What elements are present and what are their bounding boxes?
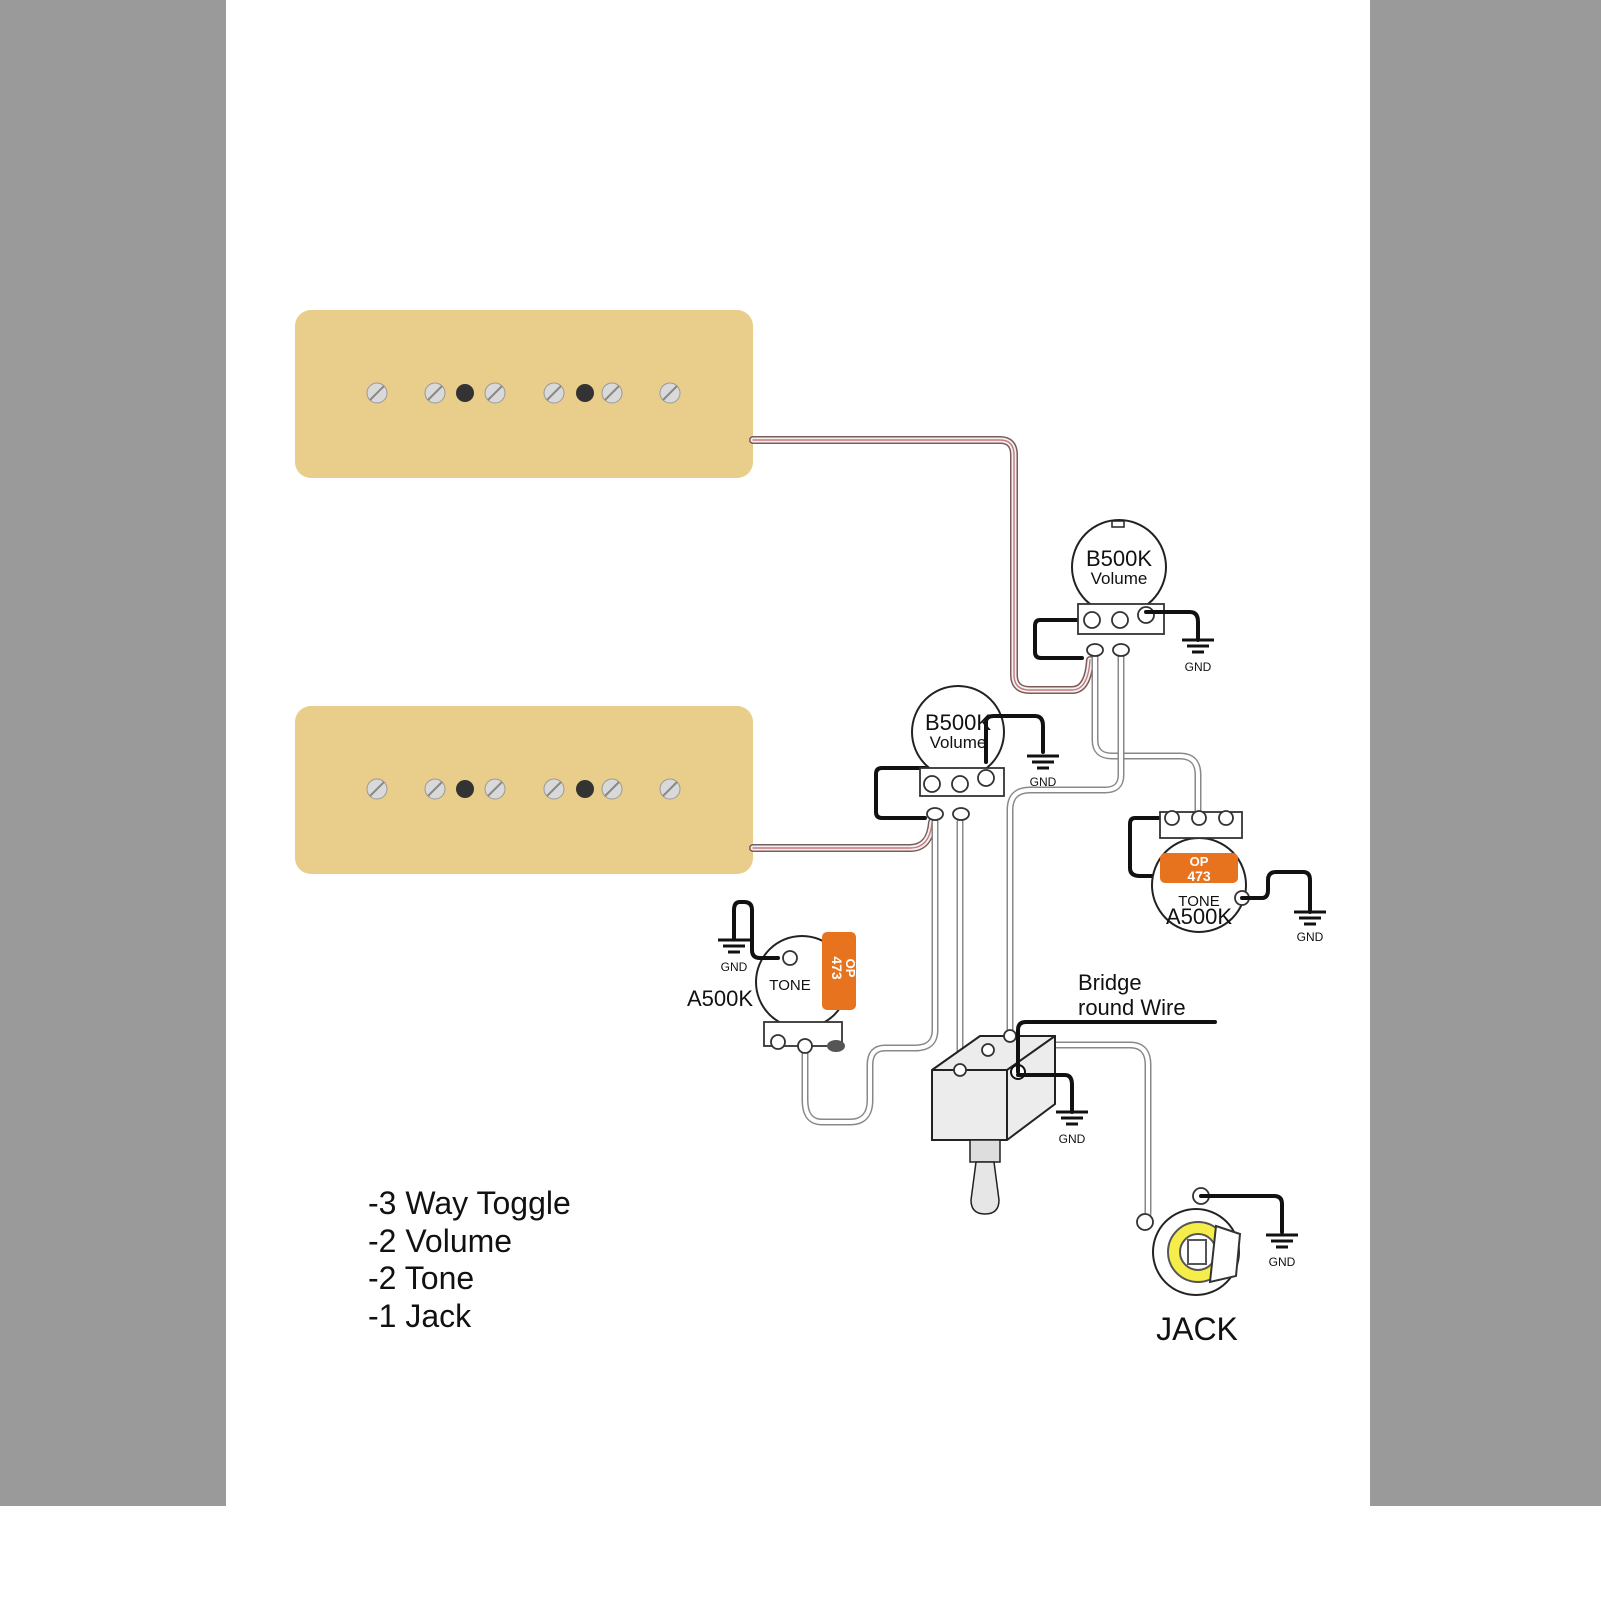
neck-pickup-lead xyxy=(749,436,1094,694)
parts-list-item: -2 Volume xyxy=(368,1223,512,1259)
pot-function-label: TONE xyxy=(1178,893,1219,910)
parts-list-item: -2 Tone xyxy=(368,1260,474,1296)
parts-list-item: -3 Way Toggle xyxy=(368,1185,571,1221)
pole-pieces xyxy=(366,382,681,404)
pot-function-label: Volume xyxy=(930,733,987,752)
jack-label: JACK xyxy=(1156,1311,1238,1347)
output-jack xyxy=(1136,1187,1284,1296)
ground-label: GND xyxy=(721,960,748,974)
ground-symbol xyxy=(1266,1233,1298,1249)
ground-label: GND xyxy=(1185,660,1212,674)
pickup-cover xyxy=(295,310,753,478)
left-background-bar xyxy=(0,0,226,1506)
capacitor xyxy=(822,932,856,1010)
pot-value-label: B500K xyxy=(1086,546,1152,571)
capacitor xyxy=(1160,853,1238,883)
pot-value-label: A500K xyxy=(687,986,753,1011)
ground-symbol xyxy=(1294,910,1326,926)
bridge-wire-label-line1: Bridge xyxy=(1078,970,1142,995)
ground-symbol xyxy=(718,938,750,954)
toggle-tip xyxy=(970,1161,1000,1215)
ground-symbol xyxy=(1027,754,1059,770)
neck-tone-pot: OP 473 TONE A500K xyxy=(1128,810,1312,933)
pot-value-label: A500K xyxy=(1166,904,1232,929)
parts-list: -3 Way Toggle -2 Volume -2 Tone -1 Jack xyxy=(368,1185,571,1334)
ground-label: GND xyxy=(1297,930,1324,944)
ground-label: GND xyxy=(1269,1255,1296,1269)
ground-symbol xyxy=(1056,1110,1088,1126)
pickup-cover xyxy=(295,706,753,874)
bridge-pickup xyxy=(295,706,753,874)
ground-symbol xyxy=(1182,638,1214,654)
pot-function-label: TONE xyxy=(769,977,810,994)
capacitor-code: 473 xyxy=(829,956,845,980)
pole-pieces xyxy=(366,778,681,800)
bridge-wire-label-line2: round Wire xyxy=(1078,995,1186,1020)
pot-value-label: B500K xyxy=(925,710,991,735)
capacitor-code: 473 xyxy=(1187,868,1211,884)
ground-label: GND xyxy=(1030,775,1057,789)
capacitor-brand: OP xyxy=(1190,854,1209,869)
neck-pickup xyxy=(295,310,753,478)
three-way-toggle xyxy=(931,1020,1217,1215)
bridge-volume-pot: B500K Volume xyxy=(874,685,1045,821)
neck-volume-pot: B500K Volume xyxy=(1033,519,1200,660)
right-background-bar xyxy=(1370,0,1601,1506)
parts-list-item: -1 Jack xyxy=(368,1298,472,1334)
bridge-tone-pot: OP 473 TONE A500K xyxy=(687,900,858,1054)
pot-function-label: Volume xyxy=(1091,569,1148,588)
ground-label: GND xyxy=(1059,1132,1086,1146)
bridge-pickup-lead xyxy=(749,818,936,852)
capacitor-brand: OP xyxy=(843,959,858,978)
